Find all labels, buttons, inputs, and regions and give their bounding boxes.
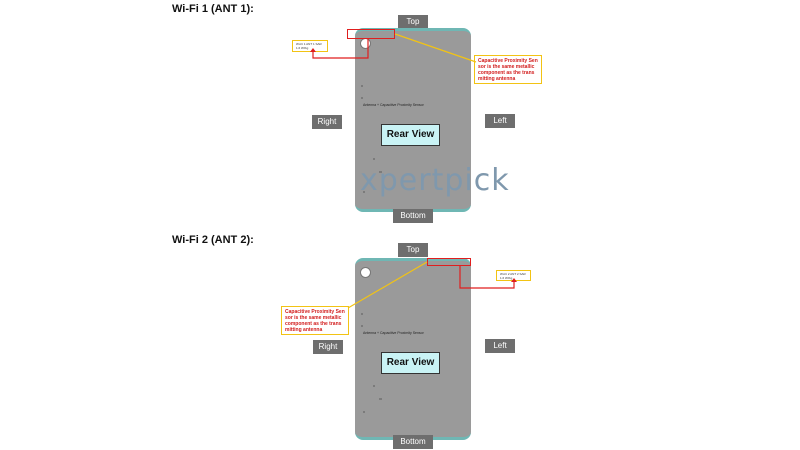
component-mark — [361, 313, 363, 315]
top-label: Top — [398, 15, 428, 29]
antenna-sensor-text: Antenna + Capacitive Proximity Sensor — [363, 103, 424, 107]
right-label: Right — [312, 115, 342, 129]
component-mark — [373, 158, 375, 160]
component-mark — [363, 411, 365, 413]
sar-leader-arrow — [511, 278, 517, 282]
device-rear: Antenna + Capacitive Proximity Sensor Re… — [355, 258, 471, 440]
component-mark — [379, 171, 382, 173]
watermark: xpertpick — [360, 163, 510, 198]
capacitive-sensor-callout: Capacitive Proximity Sen sor is the same… — [474, 55, 542, 84]
capacitive-sensor-callout: Capacitive Proximity Sen sor is the same… — [281, 306, 349, 335]
component-mark — [363, 191, 365, 193]
sar-leader-arrow — [310, 48, 316, 52]
bottom-label: Bottom — [393, 209, 433, 223]
right-label: Right — [313, 340, 343, 354]
sar-leader-line — [312, 39, 369, 59]
rear-view-label: Rear View — [381, 124, 440, 146]
left-label: Left — [485, 114, 515, 128]
component-mark — [361, 97, 363, 99]
antenna-sensor-text: Antenna + Capacitive Proximity Sensor — [363, 331, 424, 335]
component-mark — [361, 85, 363, 87]
rear-view-label: Rear View — [381, 352, 440, 374]
antenna-location-box — [427, 258, 471, 266]
bottom-label: Bottom — [393, 435, 433, 449]
left-label: Left — [485, 339, 515, 353]
antenna-location-box — [347, 29, 395, 39]
callout-leader-line — [394, 33, 477, 63]
component-mark — [361, 325, 363, 327]
callout-leader-line — [347, 261, 428, 309]
sar-leader-line — [459, 266, 515, 289]
component-mark — [379, 398, 382, 400]
camera-icon — [360, 267, 371, 278]
component-mark — [373, 385, 375, 387]
top-label: Top — [398, 243, 428, 257]
section-title: Wi-Fi 1 (ANT 1): — [172, 3, 254, 15]
sar-callout: Wi-Fi 1 ANT 1 SAR 1.6 W/Kg — [292, 40, 328, 52]
section-title: Wi-Fi 2 (ANT 2): — [172, 234, 254, 246]
